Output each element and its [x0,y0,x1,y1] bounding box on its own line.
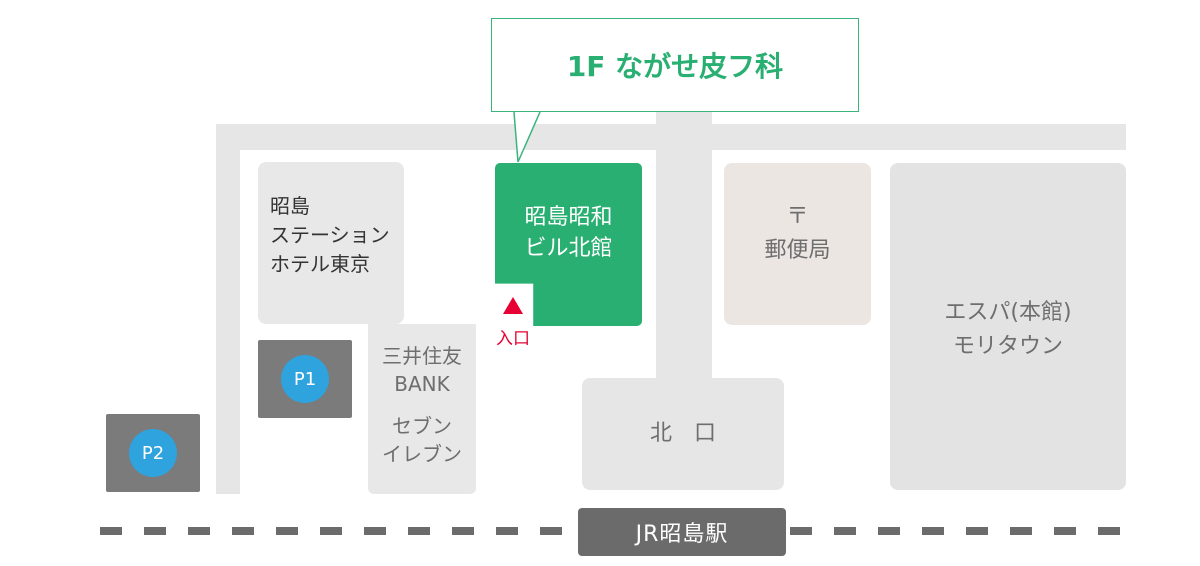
parking-marker-p2[interactable]: P2 [129,429,177,477]
parking-marker-p1[interactable]: P1 [281,355,329,403]
hotel-line: ホテル東京 [270,252,370,276]
hotel-block [258,162,404,324]
clinic-title: 1F ながせ皮フ科 [566,50,784,83]
north-exit-label: 北 口 [649,421,716,446]
station-box: JR昭島駅 [578,508,786,556]
callout-box: 1F ながせ皮フ科 [491,18,859,112]
entrance-label: 入口 [496,329,530,349]
espa-label: エスパ(本館) モリタウン [890,296,1126,364]
hotel-label: 昭島 ステーション ホテル東京 [270,192,390,279]
railway-line-left [100,527,580,535]
parking-lot-p2: P2 [106,414,200,492]
bank-name-en: BANK [394,372,450,396]
post-office-block [724,163,871,325]
espa-line: エスパ(本館) [944,300,1072,325]
entrance-arrow-icon [503,297,523,314]
road-center [656,110,712,380]
target-building-line: 昭島昭和 [524,205,613,230]
post-office-name: 郵便局 [764,238,831,264]
bank-store-block [368,324,476,494]
store-name: セブン [392,414,452,438]
parking-lot-p1: P1 [258,340,352,418]
bank-store-label: 三井住友 BANK セブン イレブン [368,342,476,468]
north-exit-block [582,378,784,490]
hotel-line: 昭島 [270,194,310,218]
espa-block [890,163,1126,490]
target-building-label: 昭島昭和 ビル北館 [495,203,642,265]
bank-name: 三井住友 [382,344,462,368]
road-left [216,124,240,494]
post-office-icon: 〒 [786,204,809,229]
station-label: JR昭島駅 [635,522,729,547]
store-name: イレブン [382,442,462,466]
target-building-line: ビル北館 [524,235,613,261]
railway-line-right [790,527,1120,535]
hotel-line: ステーション [270,223,390,247]
post-office-label: 〒 郵便局 [724,200,871,268]
espa-line: モリタウン [952,334,1063,360]
callout-pointer [513,111,541,163]
